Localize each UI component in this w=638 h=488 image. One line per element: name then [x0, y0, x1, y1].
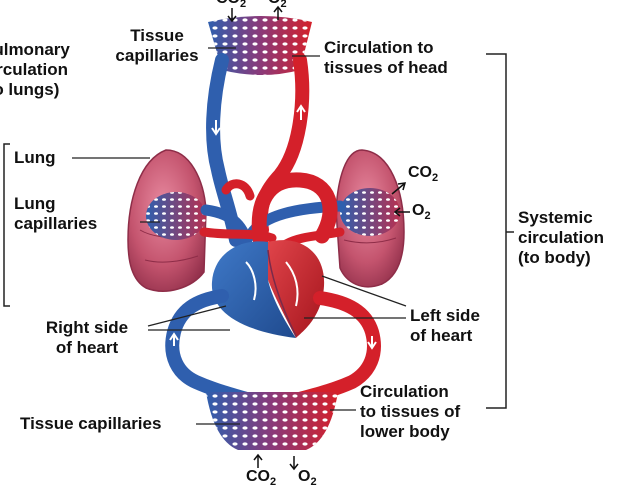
right-lung-capillaries — [340, 188, 400, 236]
gas-co2-lung: CO2 — [408, 164, 439, 184]
lower-body-vessels — [165, 289, 381, 407]
gas-exchange-arrows — [227, 5, 410, 471]
label-circulation-head: Circulation to tissues of head — [324, 38, 448, 77]
aortic-arch — [221, 172, 338, 258]
leader-lines — [72, 47, 407, 425]
label-left-side-heart: Left side of heart — [410, 306, 480, 345]
gas-o2-lung: O2 — [412, 202, 431, 222]
label-right-side-heart: Right side of heart — [45, 318, 129, 357]
gas-o2-top: O2 — [268, 0, 287, 10]
gas-o2-bottom: O2 — [298, 468, 317, 488]
label-lung-capillaries: Lung capillaries — [14, 194, 98, 233]
label-systemic-circulation: Systemic circulation (to body) — [518, 208, 604, 267]
label-tissue-capillaries-bottom: Tissue capillaries — [20, 414, 162, 433]
label-tissue-capillaries-top: Tissue capillaries — [115, 26, 199, 65]
head-capillary-bed — [208, 16, 312, 75]
label-pulmonary-circulation: Pulmonary circulation (to lungs) — [0, 40, 70, 99]
heart — [211, 240, 325, 338]
label-lung: Lung — [14, 148, 56, 167]
left-lung-capillaries — [146, 192, 206, 240]
gas-co2-top: CO2 — [216, 0, 247, 10]
lower-body-capillary-bed — [206, 392, 338, 450]
gas-co2-bottom: CO2 — [246, 468, 277, 488]
label-circulation-lower-body: Circulation to tissues of lower body — [360, 382, 461, 441]
brackets — [3, 53, 514, 409]
